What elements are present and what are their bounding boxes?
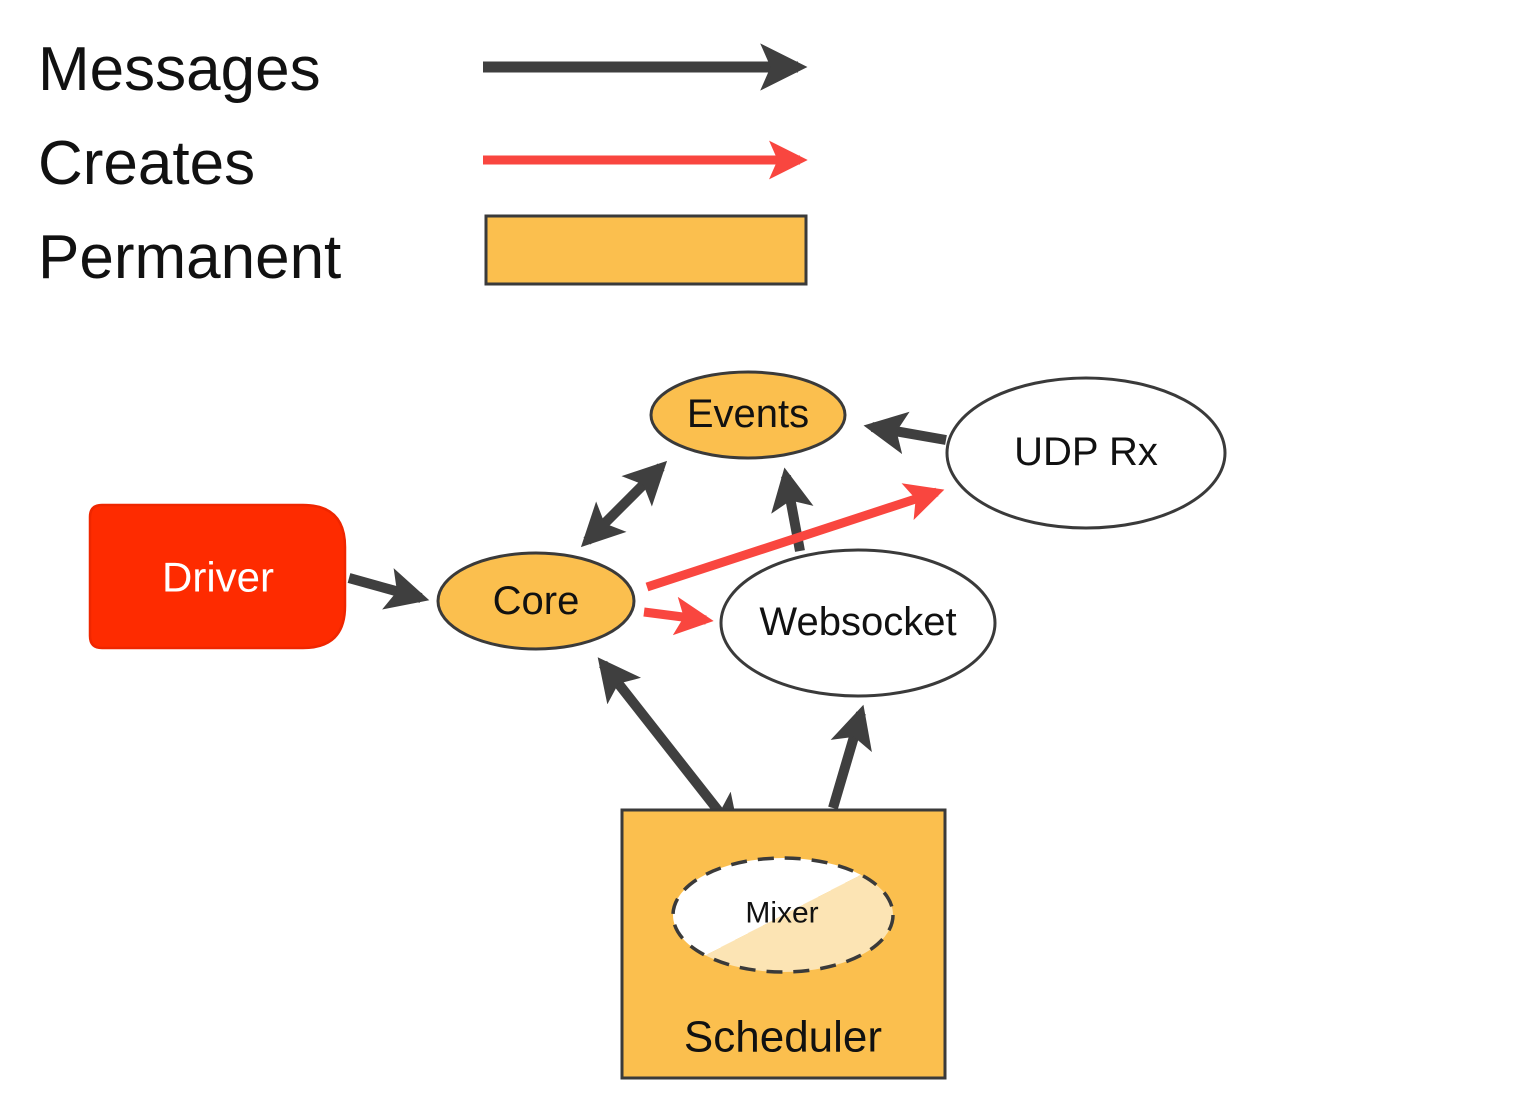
core-label: Core (493, 579, 580, 623)
udp-rx-label: UDP Rx (1014, 430, 1158, 474)
node-events: Events (649, 370, 847, 460)
node-websocket: Websocket (719, 548, 997, 698)
node-scheduler: Scheduler Mixer (620, 808, 947, 1080)
driver-shape (88, 503, 347, 650)
edge-core-scheduler (597, 657, 741, 839)
mixer-ellipse (671, 856, 895, 974)
node-driver: Driver (88, 503, 347, 650)
edge-driver-core (347, 568, 430, 610)
legend-label-messages: Messages (38, 35, 321, 104)
edge-core-udprx-create (645, 483, 945, 592)
node-core: Core (436, 551, 636, 651)
legend: Messages Creates Permanent (38, 35, 808, 292)
websocket-ellipse (719, 548, 997, 698)
edge-udprx-events (863, 411, 947, 455)
events-ellipse (649, 370, 847, 460)
core-ellipse (436, 551, 636, 651)
edge-core-websocket-create (643, 596, 714, 636)
legend-label-permanent: Permanent (38, 223, 341, 292)
edge-core-events (580, 460, 668, 548)
udp-rx-ellipse (945, 376, 1227, 530)
legend-permanent-swatch (484, 214, 808, 286)
driver-label: Driver (162, 554, 274, 601)
mixer-label: Mixer (745, 897, 818, 930)
edges-creates (643, 483, 945, 636)
websocket-label: Websocket (759, 600, 956, 644)
edge-scheduler-websocket (828, 704, 872, 810)
legend-label-creates: Creates (38, 129, 255, 198)
node-udp-rx: UDP Rx (945, 376, 1227, 530)
scheduler-label: Scheduler (684, 1013, 882, 1062)
node-mixer: Mixer (671, 856, 895, 974)
events-label: Events (687, 392, 809, 436)
